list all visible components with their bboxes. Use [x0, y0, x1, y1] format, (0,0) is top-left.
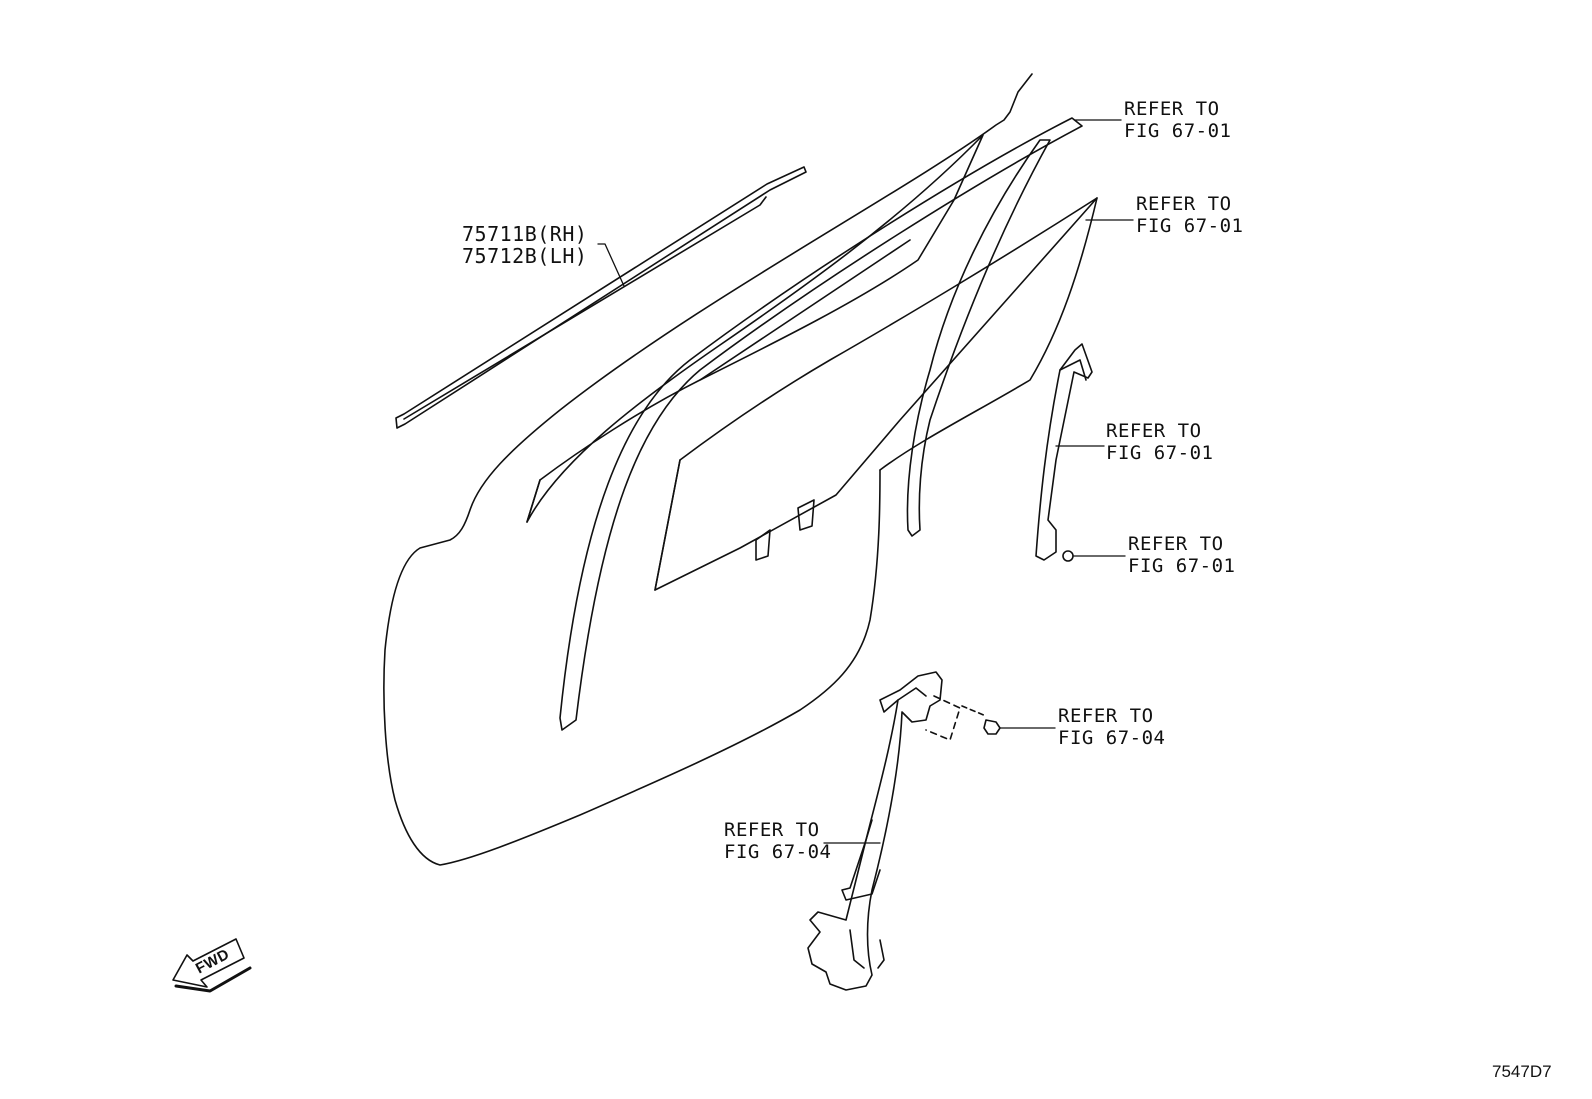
diagram-code: 7547D7: [1492, 1062, 1552, 1081]
callout-text-line2: FIG 67-01: [1128, 555, 1236, 577]
door-panel: [383, 73, 1098, 866]
callout-top-outer-panel: REFER TO FIG 67-01: [1124, 98, 1231, 142]
window-regulator: [807, 671, 1001, 991]
rear-division-bar: [906, 139, 1051, 537]
callout-text-line1: REFER TO: [1136, 193, 1232, 215]
callout-text-line2: FIG 67-01: [1124, 120, 1232, 142]
callout-regulator: REFER TO FIG 67-04: [724, 819, 831, 863]
callout-text-line1: REFER TO: [1124, 98, 1220, 120]
rear-lower-channel: [1035, 343, 1093, 562]
callout-rear-channel: REFER TO FIG 67-01: [1106, 420, 1213, 464]
belt-moulding-part: [395, 166, 807, 429]
fwd-arrow-icon: [172, 938, 252, 993]
callout-text-line2: FIG 67-04: [724, 841, 832, 863]
callout-text-line1: REFER TO: [1128, 533, 1224, 555]
callout-glass: REFER TO FIG 67-01: [1136, 193, 1243, 237]
callout-regulator-bolt: REFER TO FIG 67-04: [1058, 705, 1165, 749]
callout-text-line2: FIG 67-01: [1106, 442, 1214, 464]
part-number-lh: 75712B(LH): [462, 244, 588, 268]
callout-text-line2: FIG 67-04: [1058, 727, 1166, 749]
door-glass: [654, 197, 1098, 591]
callout-text-line2: FIG 67-01: [1136, 215, 1244, 237]
leader-lines: [597, 119, 1134, 844]
part-number-rh: 75711B(RH): [462, 222, 588, 246]
front-run-channel: [559, 117, 1083, 731]
callout-channel-bolt: REFER TO FIG 67-01: [1128, 533, 1235, 577]
window-frame: [526, 134, 984, 523]
callout-text-line1: REFER TO: [724, 819, 820, 841]
part-number-label: 75711B(RH) 75712B(LH): [462, 223, 587, 267]
callout-text-line1: REFER TO: [1106, 420, 1202, 442]
callout-text-line1: REFER TO: [1058, 705, 1154, 727]
